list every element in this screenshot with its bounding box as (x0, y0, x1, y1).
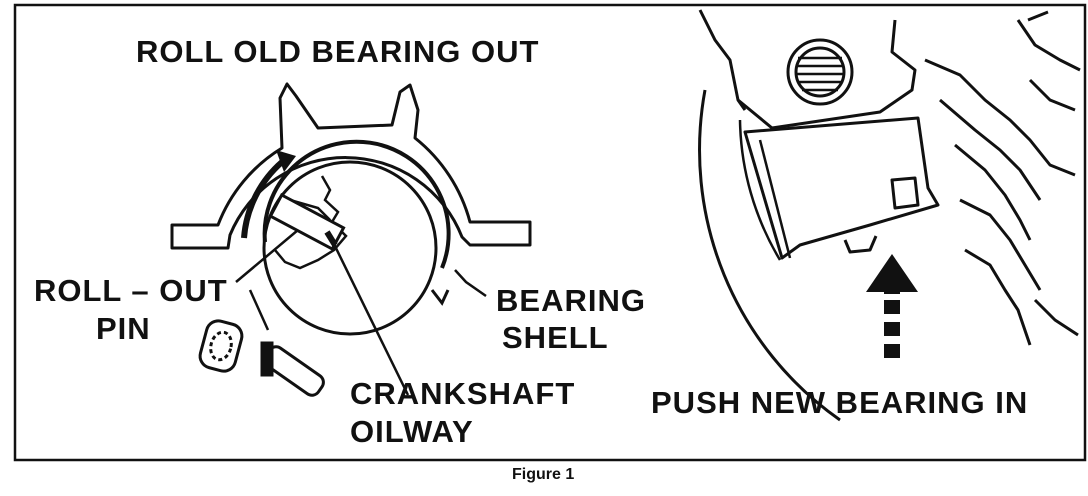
bearing-shell-arc (262, 139, 451, 269)
rotation-arrowhead (276, 150, 296, 172)
push-arrow (866, 254, 918, 358)
label-roll-out-pin-line1: ROLL – OUT (34, 273, 228, 308)
new-bearing-shell (743, 116, 940, 260)
figure-border (13, 3, 1087, 462)
title-roll-old-bearing-out: ROLL OLD BEARING OUT (136, 34, 540, 69)
engine-block-drawing (698, 9, 1081, 422)
bearing-tang (843, 235, 878, 254)
bearing-cap-drawing (170, 82, 532, 336)
bearing-cap-outline (170, 82, 532, 250)
threaded-hole (786, 38, 854, 106)
loose-roll-out-pin (198, 319, 244, 373)
label-crankshaft-oilway-line1: CRANKSHAFT (350, 376, 576, 411)
leader-oilway (330, 239, 410, 396)
crankshaft-journal (262, 160, 438, 336)
roll-out-pin-detached (260, 341, 325, 397)
figure-caption: Figure 1 (512, 466, 575, 483)
label-crankshaft-oilway-line2: OILWAY (350, 414, 474, 449)
leader-pin-loose (248, 289, 270, 331)
leader-roll-out-pin (235, 229, 299, 283)
rotation-arrow (241, 159, 284, 239)
shell-tab (430, 289, 450, 306)
label-roll-out-pin-line2: PIN (96, 311, 151, 346)
leader-lines (235, 229, 487, 396)
caption-push-new-bearing-in: PUSH NEW BEARING IN (651, 385, 1029, 420)
leader-bearing-shell (454, 269, 487, 298)
label-bearing-shell-line1: BEARING (496, 283, 646, 318)
label-bearing-shell-line2: SHELL (502, 320, 609, 355)
